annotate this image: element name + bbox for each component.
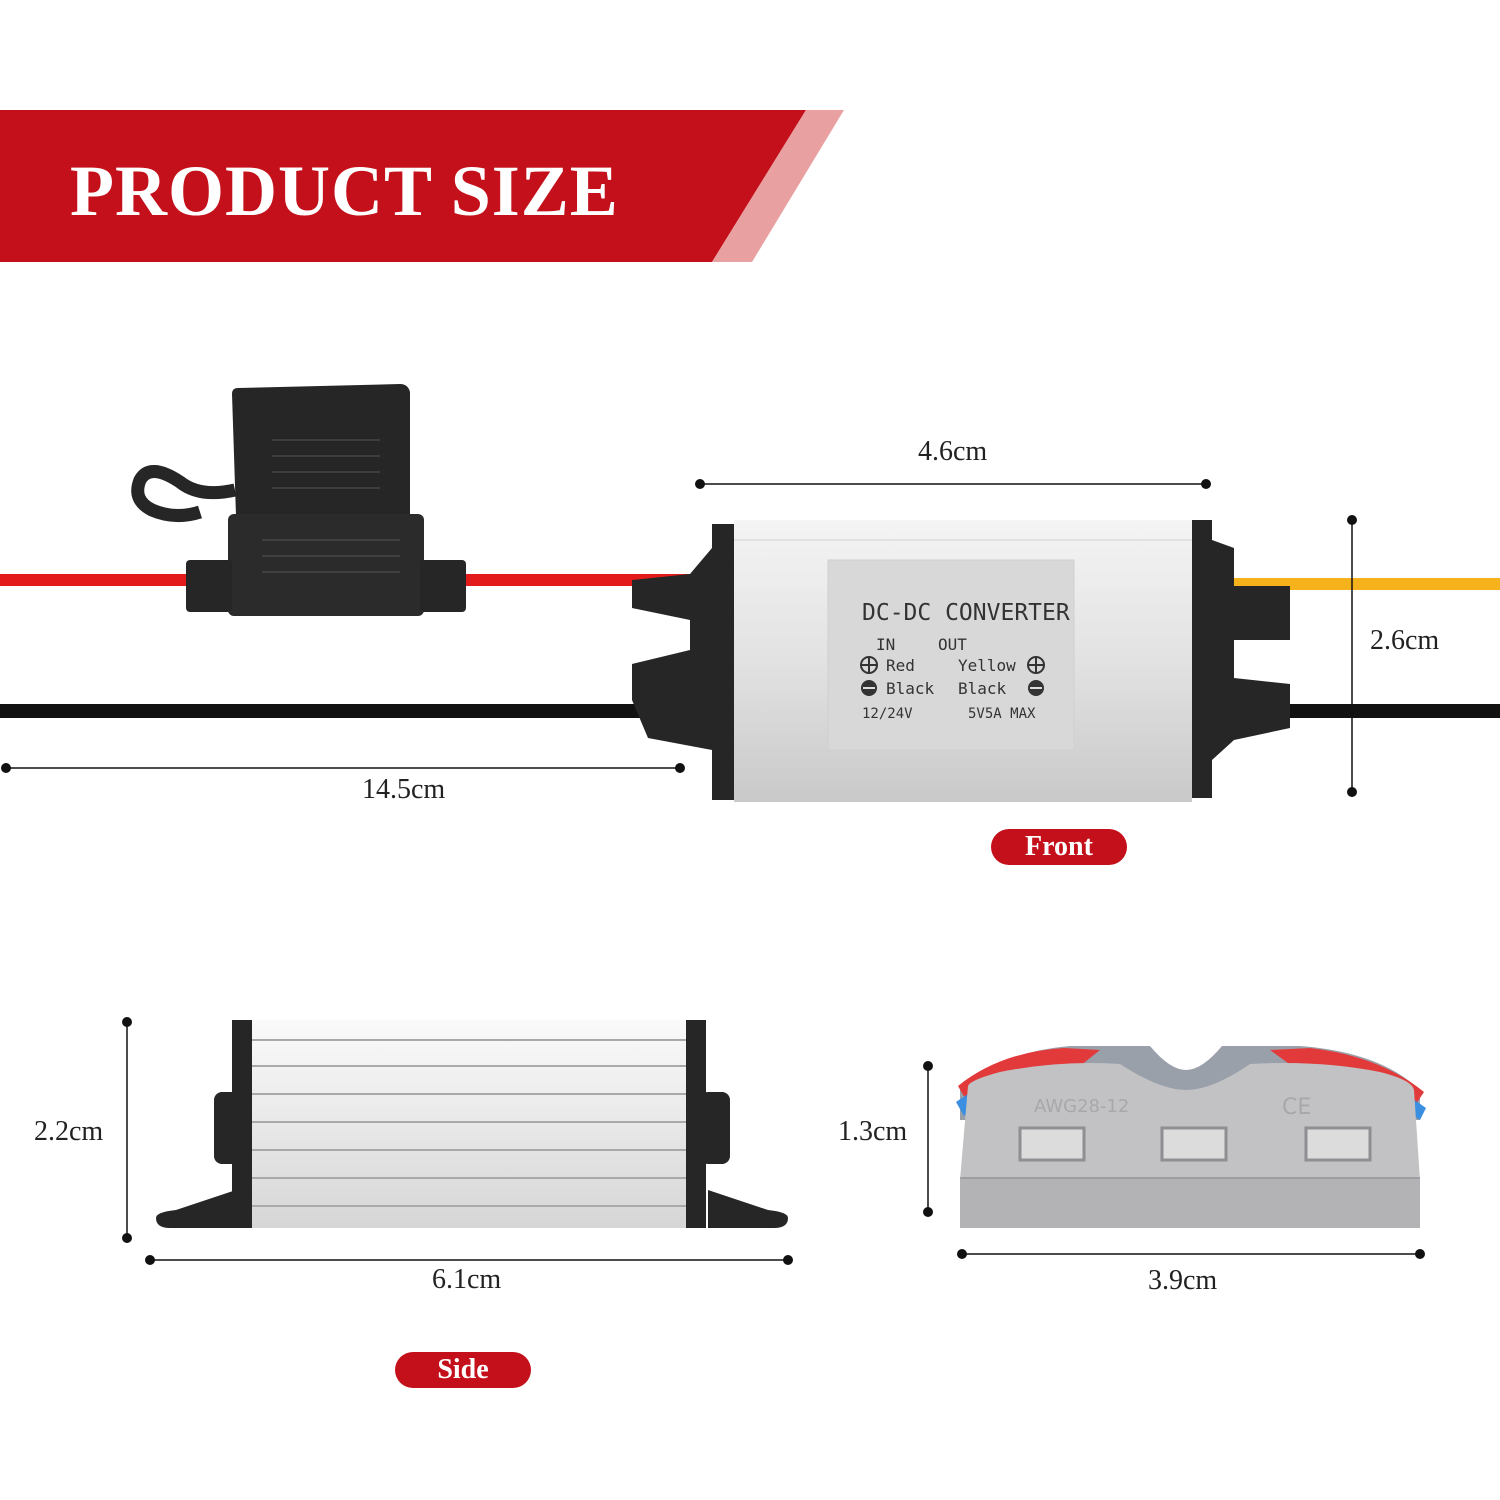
front-view: DC-DC CONVERTER IN OUT Red Yellow Black … <box>0 384 1500 802</box>
connector-awg-label: AWG28-12 <box>1034 1096 1129 1117</box>
plus-circle-icon <box>860 656 878 674</box>
side-view <box>122 1017 793 1265</box>
dimension-front-height: 2.6cm <box>1370 625 1440 656</box>
dimension-cable-length: 14.5cm <box>362 774 446 805</box>
dimension-connector-height: 1.3cm <box>838 1116 908 1147</box>
side-body <box>252 1020 686 1228</box>
dimension-side-height: 2.2cm <box>34 1116 104 1147</box>
banner-shape <box>0 110 844 262</box>
page-title: PRODUCT SIZE <box>70 151 619 231</box>
dimension-side-length: 6.1cm <box>432 1264 502 1295</box>
black-wire-left <box>0 704 700 718</box>
minus-circle-icon <box>861 680 877 696</box>
wire-connector: AWG28-12 CE <box>923 1046 1426 1259</box>
label-plus-out: Yellow <box>958 656 1016 675</box>
label-minus-in: Black <box>886 679 935 698</box>
label-minus-out: Black <box>958 679 1007 698</box>
minus-circle-icon <box>1028 680 1044 696</box>
dimension-front-width: 4.6cm <box>918 436 988 467</box>
label-title: DC-DC CONVERTER <box>862 600 1070 626</box>
side-view-tag: Side <box>395 1352 531 1388</box>
converter-label-plate <box>827 559 1075 751</box>
dimension-lines-front <box>6 483 1353 792</box>
dimension-connector-length: 3.9cm <box>1148 1265 1218 1296</box>
label-input-rating: 12/24V <box>862 706 913 722</box>
label-in: IN <box>876 635 895 654</box>
label-out: OUT <box>938 635 967 654</box>
label-plus-in: Red <box>886 656 915 675</box>
label-output-rating: 5V5A MAX <box>968 706 1036 722</box>
fuse-holder <box>131 384 466 616</box>
front-view-tag: Front <box>991 829 1127 865</box>
connector-ce-mark: CE <box>1282 1095 1311 1120</box>
plus-circle-icon <box>1027 656 1045 674</box>
converter-front: DC-DC CONVERTER IN OUT Red Yellow Black … <box>632 520 1290 802</box>
